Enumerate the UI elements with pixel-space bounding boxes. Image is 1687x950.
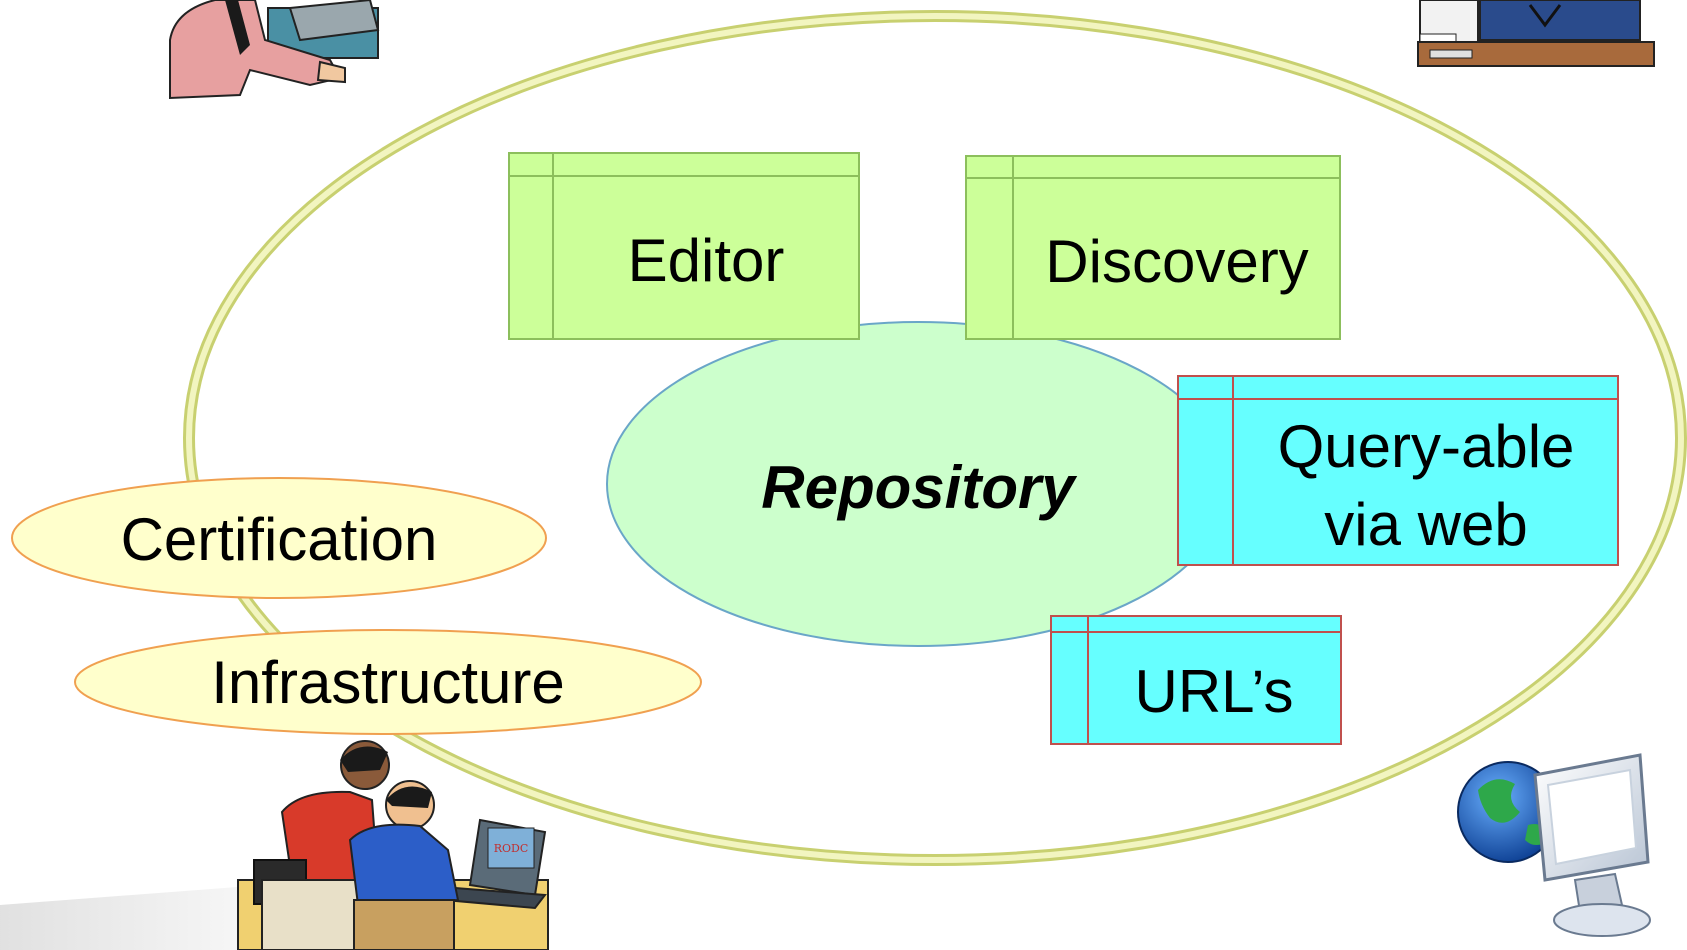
two-people-at-computer-icon: RODC	[237, 740, 549, 950]
editor-label: Editor	[628, 227, 785, 294]
svg-text:RODC: RODC	[494, 842, 529, 855]
queryable-label-line1: Query-able	[1278, 413, 1575, 480]
certification-label: Certification	[121, 506, 438, 573]
urls-label: URL’s	[1135, 658, 1294, 725]
person-at-laptop-icon	[169, 0, 380, 100]
urls-component-box: URL’s	[1050, 615, 1342, 745]
certification-oval: Certification	[11, 477, 547, 599]
discovery-component-box: Discovery	[965, 155, 1341, 340]
infrastructure-label: Infrastructure	[211, 649, 564, 716]
queryable-label-line2: via web	[1324, 491, 1527, 558]
editor-component-box: Editor	[508, 152, 860, 340]
desktop-workstation-icon	[1417, 0, 1655, 67]
repository-label: Repository	[761, 454, 1077, 521]
repository-ellipse: Repository	[606, 321, 1230, 647]
infrastructure-oval: Infrastructure	[74, 629, 702, 735]
globe-computer-icon	[1457, 753, 1651, 937]
outer-ellipse	[183, 10, 1687, 866]
discovery-label: Discovery	[1045, 228, 1308, 295]
queryable-component-box: Query-able via web	[1177, 375, 1619, 566]
